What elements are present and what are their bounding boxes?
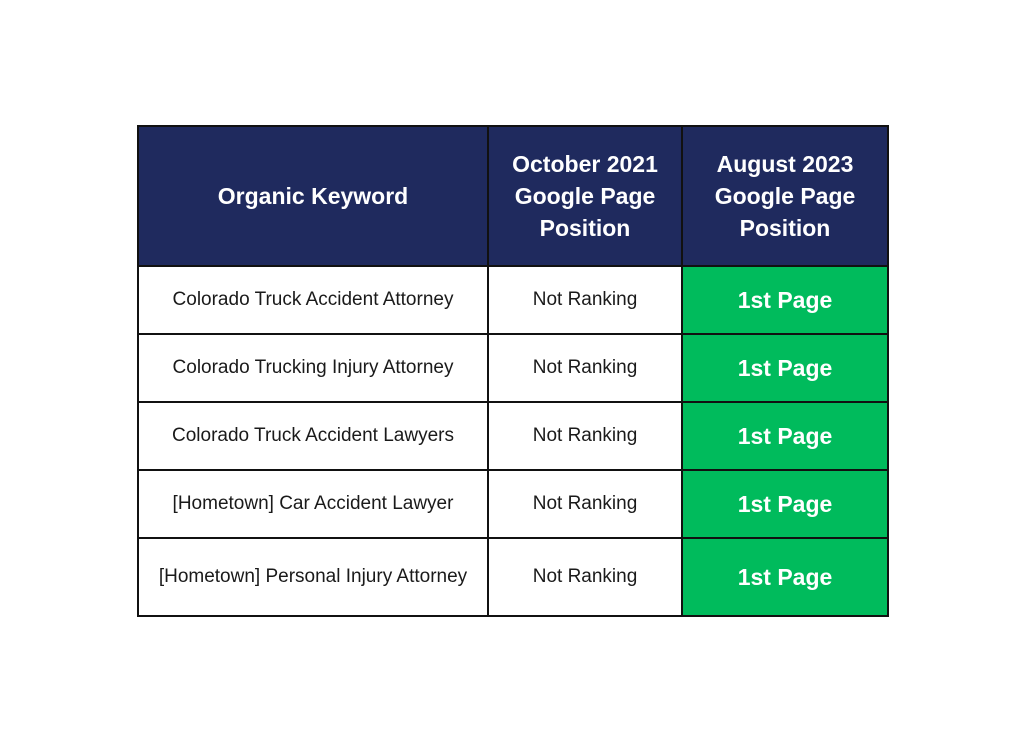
oct-2021-cell: Not Ranking	[487, 469, 683, 539]
keyword-ranking-table: Organic Keyword October 2021 Google Page…	[137, 125, 889, 617]
keyword-cell: [Hometown] Car Accident Lawyer	[137, 469, 489, 539]
keyword-cell: [Hometown] Personal Injury Attorney	[137, 537, 489, 617]
header-row: Organic Keyword October 2021 Google Page…	[137, 125, 889, 267]
aug-2023-cell: 1st Page	[681, 265, 889, 335]
oct-2021-cell: Not Ranking	[487, 537, 683, 617]
keyword-cell: Colorado Trucking Injury Attorney	[137, 333, 489, 403]
table-row: Colorado Truck Accident Lawyers Not Rank…	[137, 401, 889, 471]
table-row: [Hometown] Personal Injury Attorney Not …	[137, 537, 889, 617]
keyword-cell: Colorado Truck Accident Lawyers	[137, 401, 489, 471]
oct-2021-cell: Not Ranking	[487, 265, 683, 335]
header-aug-2023-position: August 2023 Google Page Position	[681, 125, 889, 267]
table-row: Colorado Truck Accident Attorney Not Ran…	[137, 265, 889, 335]
header-organic-keyword: Organic Keyword	[137, 125, 489, 267]
aug-2023-cell: 1st Page	[681, 537, 889, 617]
header-oct-2021-position: October 2021 Google Page Position	[487, 125, 683, 267]
aug-2023-cell: 1st Page	[681, 333, 889, 403]
oct-2021-cell: Not Ranking	[487, 401, 683, 471]
aug-2023-cell: 1st Page	[681, 401, 889, 471]
table-row: Colorado Trucking Injury Attorney Not Ra…	[137, 333, 889, 403]
aug-2023-cell: 1st Page	[681, 469, 889, 539]
oct-2021-cell: Not Ranking	[487, 333, 683, 403]
table-row: [Hometown] Car Accident Lawyer Not Ranki…	[137, 469, 889, 539]
keyword-cell: Colorado Truck Accident Attorney	[137, 265, 489, 335]
